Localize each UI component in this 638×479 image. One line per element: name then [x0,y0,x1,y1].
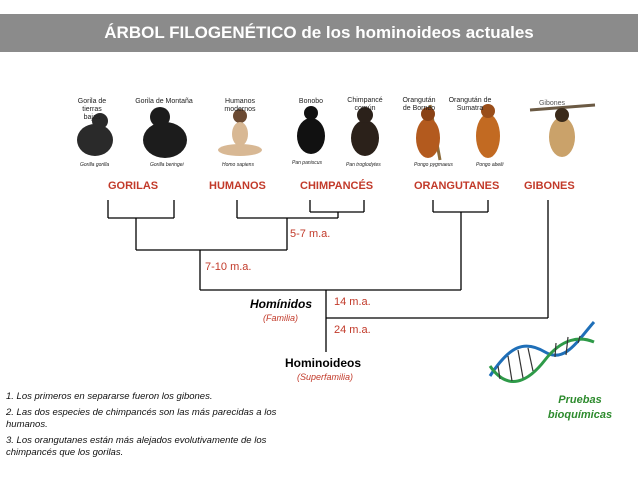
hominoideos-rank: (Superfamilia) [297,372,353,382]
scientific-name: Gorilla gorilla [80,162,109,168]
mountain-gorilla-image [143,107,187,158]
group-label-gibones: GIBONES [524,180,575,192]
time-label: 5-7 m.a. [290,228,330,240]
note-item: 3. Los orangutanes están más alejados ev… [6,435,296,459]
biochemical-evidence-label: Pruebas bioquímicas [530,393,630,423]
notes: 1. Los primeros en separarse fueron los … [6,391,296,463]
bornean-orangutan-image [416,105,440,160]
species-label: Humanos modernos [210,98,270,114]
species-label: Orangután de Borneo [398,97,440,113]
dna-helix-icon [490,322,594,381]
note-item: 2. Las dos especies de chimpancés son la… [6,407,296,431]
tree-lines [108,200,548,352]
group-label-humanos: HUMANOS [209,180,266,192]
time-label: 7-10 m.a. [205,261,251,273]
time-label: 14 m.a. [334,296,371,308]
species-label: Gorila de tierras bajas [74,98,110,122]
group-label-orangutanes: ORANGUTANES [414,180,499,192]
bonobo-image [297,106,325,154]
chimpanzee-image [351,107,379,156]
scientific-name: Gorilla beringei [150,162,184,168]
hominidos-rank: (Familia) [263,313,298,323]
scientific-name: Homo sapiens [222,162,254,168]
species-label: Gorila de Montaña [134,98,194,106]
hominidos-label: Homínidos [250,297,312,311]
hominoideos-label: Hominoideos [285,356,361,370]
gibbon-image [530,105,595,157]
note-item: 1. Los primeros en separarse fueron los … [6,391,296,403]
species-label: Chimpancé común [344,97,386,113]
species-label: Bonobo [291,98,331,106]
species-label: Orangután de Sumatra [448,97,492,113]
human-image [218,109,262,156]
species-label: Gibones [530,100,574,108]
scientific-name: Pongo abelii [476,162,504,168]
scientific-name: Pan paniscus [292,160,322,166]
group-label-chimpances: CHIMPANCÉS [300,180,373,192]
group-label-gorilas: GORILAS [108,180,158,192]
time-label: 24 m.a. [334,324,371,336]
scientific-name: Pan troglodytes [346,162,381,168]
scientific-name: Pongo pygmaeus [414,162,453,168]
